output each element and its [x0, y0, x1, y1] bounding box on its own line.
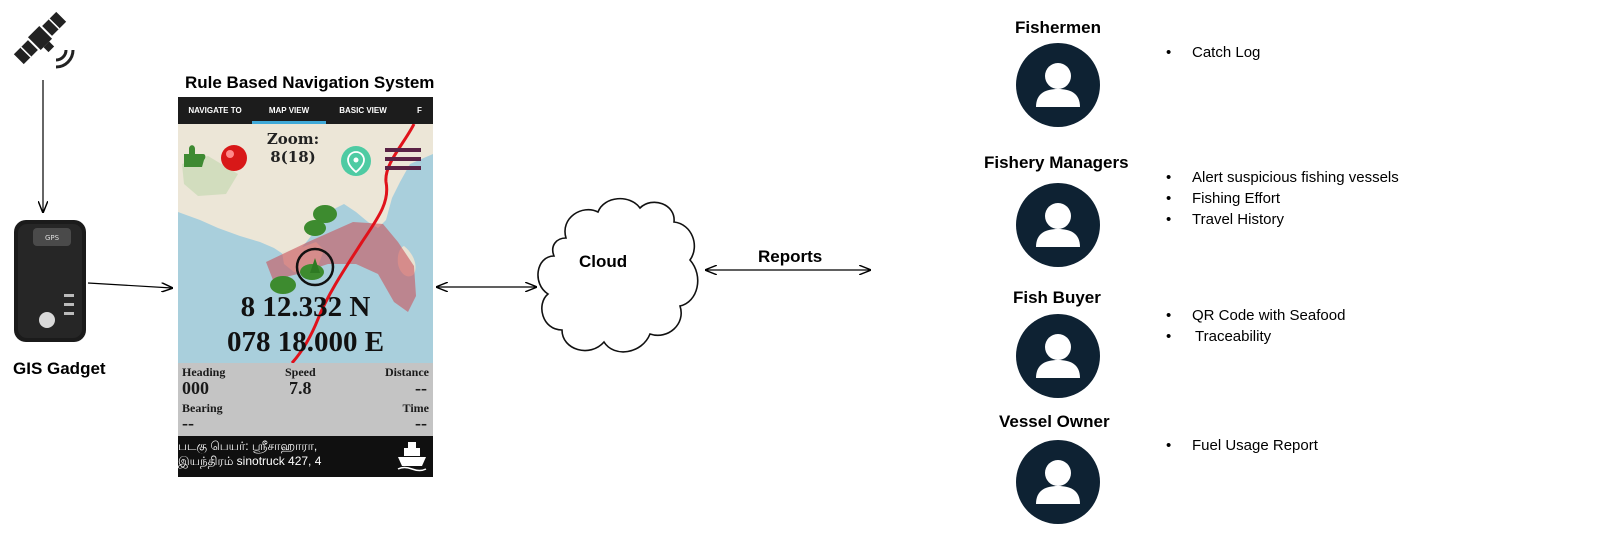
vessel-owner-reports: Fuel Usage Report — [1166, 435, 1318, 456]
vessel-info-footer: படகு பெயர்: ஸ்ரீசாஹாரா, இயந்திரம் sinotr… — [178, 436, 433, 477]
current-position-ring — [295, 247, 335, 287]
zoom-label: Zoom: — [266, 130, 320, 148]
boat-icon — [397, 442, 427, 472]
route-line — [290, 124, 416, 363]
stakeholder-name-fishermen: Fishermen — [1015, 18, 1101, 37]
fishery-managers-reports: Alert suspicious fishing vessels Fishing… — [1166, 167, 1399, 230]
system-title: Rule Based Navigation System — [185, 73, 435, 92]
tab-basic-view[interactable]: BASIC VIEW — [339, 106, 387, 115]
restricted-zone — [266, 222, 416, 312]
gadget-to-system-arrow — [87, 282, 172, 288]
report-item: Travel History — [1166, 209, 1399, 230]
vessel-marker — [270, 276, 296, 294]
stats-panel: Heading 000 Speed 7.8 Distance -- Bearin… — [178, 363, 433, 436]
zoom-readout: Zoom: 8(18) — [238, 130, 348, 166]
navigation-app-screenshot: NAVIGATE TO MAP VIEW BASIC VIEW F Z — [178, 97, 433, 477]
report-item: Fishing Effort — [1166, 188, 1399, 209]
fishermen-reports: Catch Log — [1166, 42, 1260, 63]
tab-map-view[interactable]: MAP VIEW — [252, 97, 326, 124]
distance-label: Distance — [385, 365, 429, 379]
latitude-readout: 8 12.332 N — [240, 291, 371, 323]
user-avatar-icon — [1016, 43, 1100, 127]
fish-buyer-reports: QR Code with Seafood Traceability — [1166, 305, 1345, 347]
thumbs-up-icon — [184, 145, 206, 167]
vessel-info-line-2: இயந்திரம் sinotruck 427, 4 — [178, 454, 322, 468]
heading-label: Heading — [182, 365, 226, 379]
time-label: Time — [402, 401, 429, 415]
user-avatar-icon — [1016, 440, 1100, 524]
stakeholder-name-fish-buyer: Fish Buyer — [1013, 288, 1101, 307]
user-avatar-icon — [1016, 314, 1100, 398]
menu-icon — [385, 148, 421, 152]
vessel-info-line-1: படகு பெயர்: ஸ்ரீசாஹாரா, — [178, 439, 318, 453]
current-position-icon — [310, 258, 320, 273]
cloud-shape — [537, 197, 699, 353]
vessel-marker — [313, 205, 337, 223]
distance-value: -- — [415, 378, 427, 398]
gadget-label: GIS Gadget — [13, 359, 106, 378]
user-avatar-icon — [1016, 183, 1100, 267]
bearing-label: Bearing — [182, 401, 223, 415]
report-item: Catch Log — [1166, 42, 1260, 63]
longitude-readout: 078 18.000 E — [226, 326, 385, 358]
zoom-value: 8(18) — [270, 148, 316, 166]
gps-gadget-image: GPS — [14, 220, 86, 342]
bearing-value: -- — [182, 413, 194, 433]
cloud-label: Cloud — [579, 252, 628, 271]
report-item: Traceability — [1166, 326, 1345, 347]
stakeholder-name-vessel-owner: Vessel Owner — [999, 412, 1110, 431]
speed-label: Speed — [285, 365, 316, 379]
stakeholder-name-fishery-managers: Fishery Managers — [984, 153, 1129, 172]
reports-label: Reports — [758, 247, 823, 266]
satellite-icon — [13, 11, 75, 69]
tab-more[interactable]: F — [417, 106, 422, 115]
time-value: -- — [415, 413, 427, 433]
tab-navigate-to[interactable]: NAVIGATE TO — [188, 106, 242, 115]
speed-value: 7.8 — [289, 378, 312, 398]
report-item: Alert suspicious fishing vessels — [1166, 167, 1399, 188]
report-item: Fuel Usage Report — [1166, 435, 1318, 456]
heading-value: 000 — [182, 378, 209, 398]
report-item: QR Code with Seafood — [1166, 305, 1345, 326]
app-tab-bar: NAVIGATE TO MAP VIEW BASIC VIEW F — [178, 97, 433, 124]
map-view — [178, 124, 433, 363]
svg-text:GPS: GPS — [45, 234, 60, 242]
vessel-marker — [304, 220, 326, 236]
